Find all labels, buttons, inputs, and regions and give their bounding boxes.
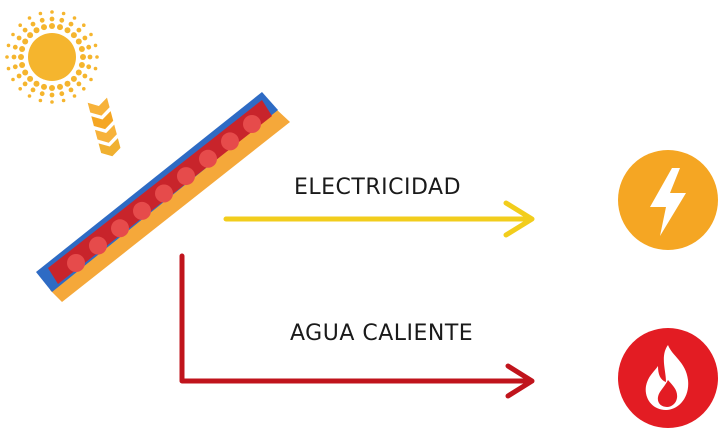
sun-ray-dot xyxy=(75,69,82,76)
sun-ray-dot xyxy=(86,64,92,70)
sun-ray-dot xyxy=(38,11,43,16)
sun-ray-dot xyxy=(95,55,99,59)
flame-icon xyxy=(645,345,689,410)
sun-ray-dot xyxy=(41,24,47,31)
sun-ray-dot xyxy=(76,27,82,33)
sun-ray-dot xyxy=(86,44,92,50)
sun-ray-dot xyxy=(59,17,65,23)
sun-ray-dot xyxy=(70,75,77,82)
sun-ray-dot xyxy=(11,54,17,60)
sun-ray-dot xyxy=(33,80,40,87)
sun-ray-dot xyxy=(72,94,77,98)
panel-tube-dot xyxy=(221,132,239,151)
sun-ray-dot xyxy=(93,43,98,48)
panel-tube-dot xyxy=(89,236,107,255)
panel-tube-dot xyxy=(133,201,151,220)
sun-ray-dot xyxy=(87,54,93,60)
panel-tube-dot xyxy=(177,167,195,186)
sun-ray-dot xyxy=(27,75,34,82)
sun-ray-dot xyxy=(61,11,66,16)
panel-tube-dot xyxy=(243,115,261,133)
sun-ray-dot xyxy=(19,46,26,52)
sun-ray-dot xyxy=(64,27,71,34)
sun-ray-dot xyxy=(27,94,32,98)
sun-ray-dot xyxy=(22,27,28,33)
hot-water-arrow xyxy=(179,253,535,399)
sun-icon xyxy=(5,10,99,104)
sun-ray-dot xyxy=(18,23,23,28)
electricity-arrow xyxy=(223,200,535,238)
sun-ray-dot xyxy=(16,73,22,79)
sun-ray-dot xyxy=(80,54,86,60)
sun-ray-dot xyxy=(75,38,82,45)
sun-ray-dot xyxy=(19,62,26,68)
sun-ray-dot xyxy=(12,44,18,50)
sun-ray-dot xyxy=(89,77,93,82)
sun-ray-arrow-icon xyxy=(87,97,121,157)
sun-ray-dot xyxy=(50,100,54,104)
panel-tube-dot xyxy=(199,149,217,168)
panel-tube-dot xyxy=(111,219,129,238)
sun-ray-dot xyxy=(18,54,24,60)
sun-ray-dot xyxy=(93,66,98,71)
hot-water-label: AGUA CALIENTE xyxy=(290,321,474,346)
sun-ray-dot xyxy=(57,24,63,31)
solar-thermal-panel-icon xyxy=(36,92,290,302)
sun-ray-dot xyxy=(27,32,34,39)
sun-ray-dot xyxy=(41,83,47,90)
sun-ray-dot xyxy=(11,77,15,82)
sun-ray-dot xyxy=(22,38,29,45)
sun-ray-dot xyxy=(39,91,45,97)
panel-tube-dot xyxy=(67,254,85,272)
lightning-bolt-icon xyxy=(650,168,686,236)
sun-ray-dot xyxy=(33,27,40,34)
sun-ray-dot xyxy=(82,23,86,28)
sun-ray-dot xyxy=(49,23,55,29)
sun-ray-dot xyxy=(72,16,77,20)
sun-ray-dot xyxy=(49,92,55,98)
sun-ray-dot xyxy=(82,35,88,41)
sun-ray-dot xyxy=(49,85,55,91)
sun-ray-dot xyxy=(68,21,74,27)
panel-tube-dot xyxy=(155,184,173,203)
sun-ray-dot xyxy=(61,98,66,103)
sun-ray-dot xyxy=(39,17,45,23)
sun-ray-dot xyxy=(82,87,86,91)
sun-ray-dot xyxy=(89,32,93,37)
sun-ray-dot xyxy=(30,87,36,93)
sun-ray-dot xyxy=(6,66,11,71)
sun-ray-dot xyxy=(78,46,85,52)
sun-ray-dot xyxy=(59,91,65,97)
sun-ray-dot xyxy=(18,87,23,91)
sun-ray-dot xyxy=(38,98,43,103)
sun-ray-dot xyxy=(64,80,71,87)
sun-ray-dot xyxy=(22,81,28,87)
electricity-badge xyxy=(618,150,718,250)
electricity-label: ELECTRICIDAD xyxy=(294,175,462,200)
sun-ray-dot xyxy=(16,35,22,41)
sun-ray-dot xyxy=(57,83,63,90)
sun-ray-dot xyxy=(5,55,9,59)
sun-ray-dot xyxy=(50,10,54,14)
sun-ray-dot xyxy=(27,16,32,20)
sun-ray-dot xyxy=(70,32,77,39)
sun-ray-dot xyxy=(22,69,29,76)
sun-ray-dot xyxy=(30,21,36,27)
hot-water-badge xyxy=(618,328,718,428)
sun-ray-dot xyxy=(82,73,88,79)
sun-ray-dot xyxy=(68,87,74,93)
sun-ray-dot xyxy=(12,64,18,70)
sun-ray-dot xyxy=(11,32,15,37)
sun-ray-dot xyxy=(6,43,11,48)
sun-ray-dot xyxy=(49,16,55,22)
sun-ray-dot xyxy=(76,81,82,87)
sun-ray-dot xyxy=(78,62,85,68)
